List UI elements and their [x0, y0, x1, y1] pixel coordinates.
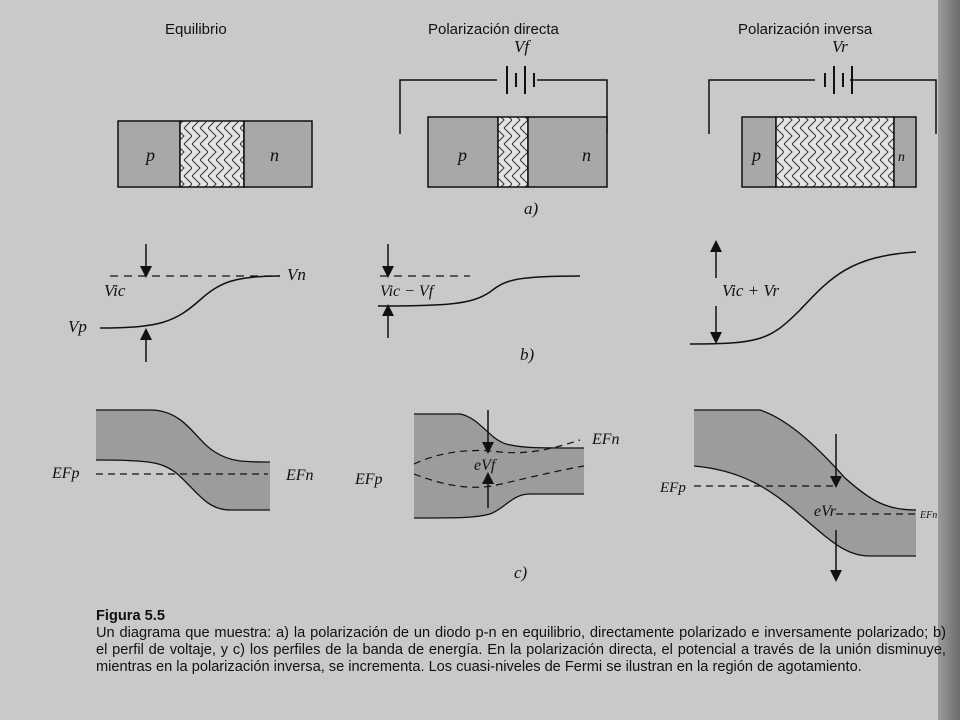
band-diagram-reverse: EFp eVr EFn — [659, 409, 937, 582]
diode-forward: Vf p n — [399, 37, 608, 188]
n-region-label: n — [898, 150, 905, 165]
evr-label: eVr — [814, 503, 837, 520]
p-region-label: p — [144, 145, 155, 165]
efp-label: EFp — [659, 480, 686, 496]
vic-label: Vic — [104, 281, 126, 300]
efp-label: EFp — [354, 471, 383, 488]
diode-reverse: Vr p n — [708, 37, 937, 188]
p-region-label: p — [750, 145, 761, 165]
n-region-label: n — [270, 145, 279, 165]
caption-title: Figura 5.5 — [96, 608, 165, 624]
row-label-b: b) — [520, 345, 535, 364]
caption-text: Un diagrama que muestra: a) la polarizac… — [96, 625, 946, 675]
title-forward: Polarización directa — [428, 21, 560, 38]
efp-label: EFp — [51, 465, 80, 482]
band-diagram-forward: EFn EFp eVf — [354, 410, 620, 519]
title-equilibrium: Equilibrio — [165, 21, 227, 38]
efn-label: EFn — [591, 431, 620, 448]
forward-voltage-label: Vf — [514, 37, 531, 56]
vp-label: Vp — [68, 317, 87, 336]
voltage-profile-equilibrium: Vn Vp Vic — [68, 244, 306, 362]
row-label-c: c) — [514, 563, 528, 582]
band-diagram-equilibrium: EFp EFn — [51, 409, 314, 511]
row-label-a: a) — [524, 199, 539, 218]
voltage-profile-forward: Vic − Vf — [377, 244, 581, 338]
figure-caption: Figura 5.5 Un diagrama que muestra: a) l… — [96, 608, 946, 676]
reverse-voltage-label: Vr — [832, 37, 848, 56]
efn-label: EFn — [285, 467, 314, 484]
diode-equilibrium: p n — [117, 120, 313, 188]
n-region-label: n — [582, 145, 591, 165]
voltage-profile-reverse: Vic + Vr — [689, 240, 917, 345]
title-reverse: Polarización inversa — [738, 21, 873, 38]
vn-label: Vn — [287, 265, 306, 284]
vic-plus-vr-label: Vic + Vr — [722, 281, 779, 300]
evf-label: eVf — [474, 457, 498, 474]
vic-minus-vf-label: Vic − Vf — [380, 283, 436, 300]
p-region-label: p — [456, 145, 467, 165]
efn-label: EFn — [919, 510, 937, 521]
page-binding-edge — [938, 0, 960, 720]
